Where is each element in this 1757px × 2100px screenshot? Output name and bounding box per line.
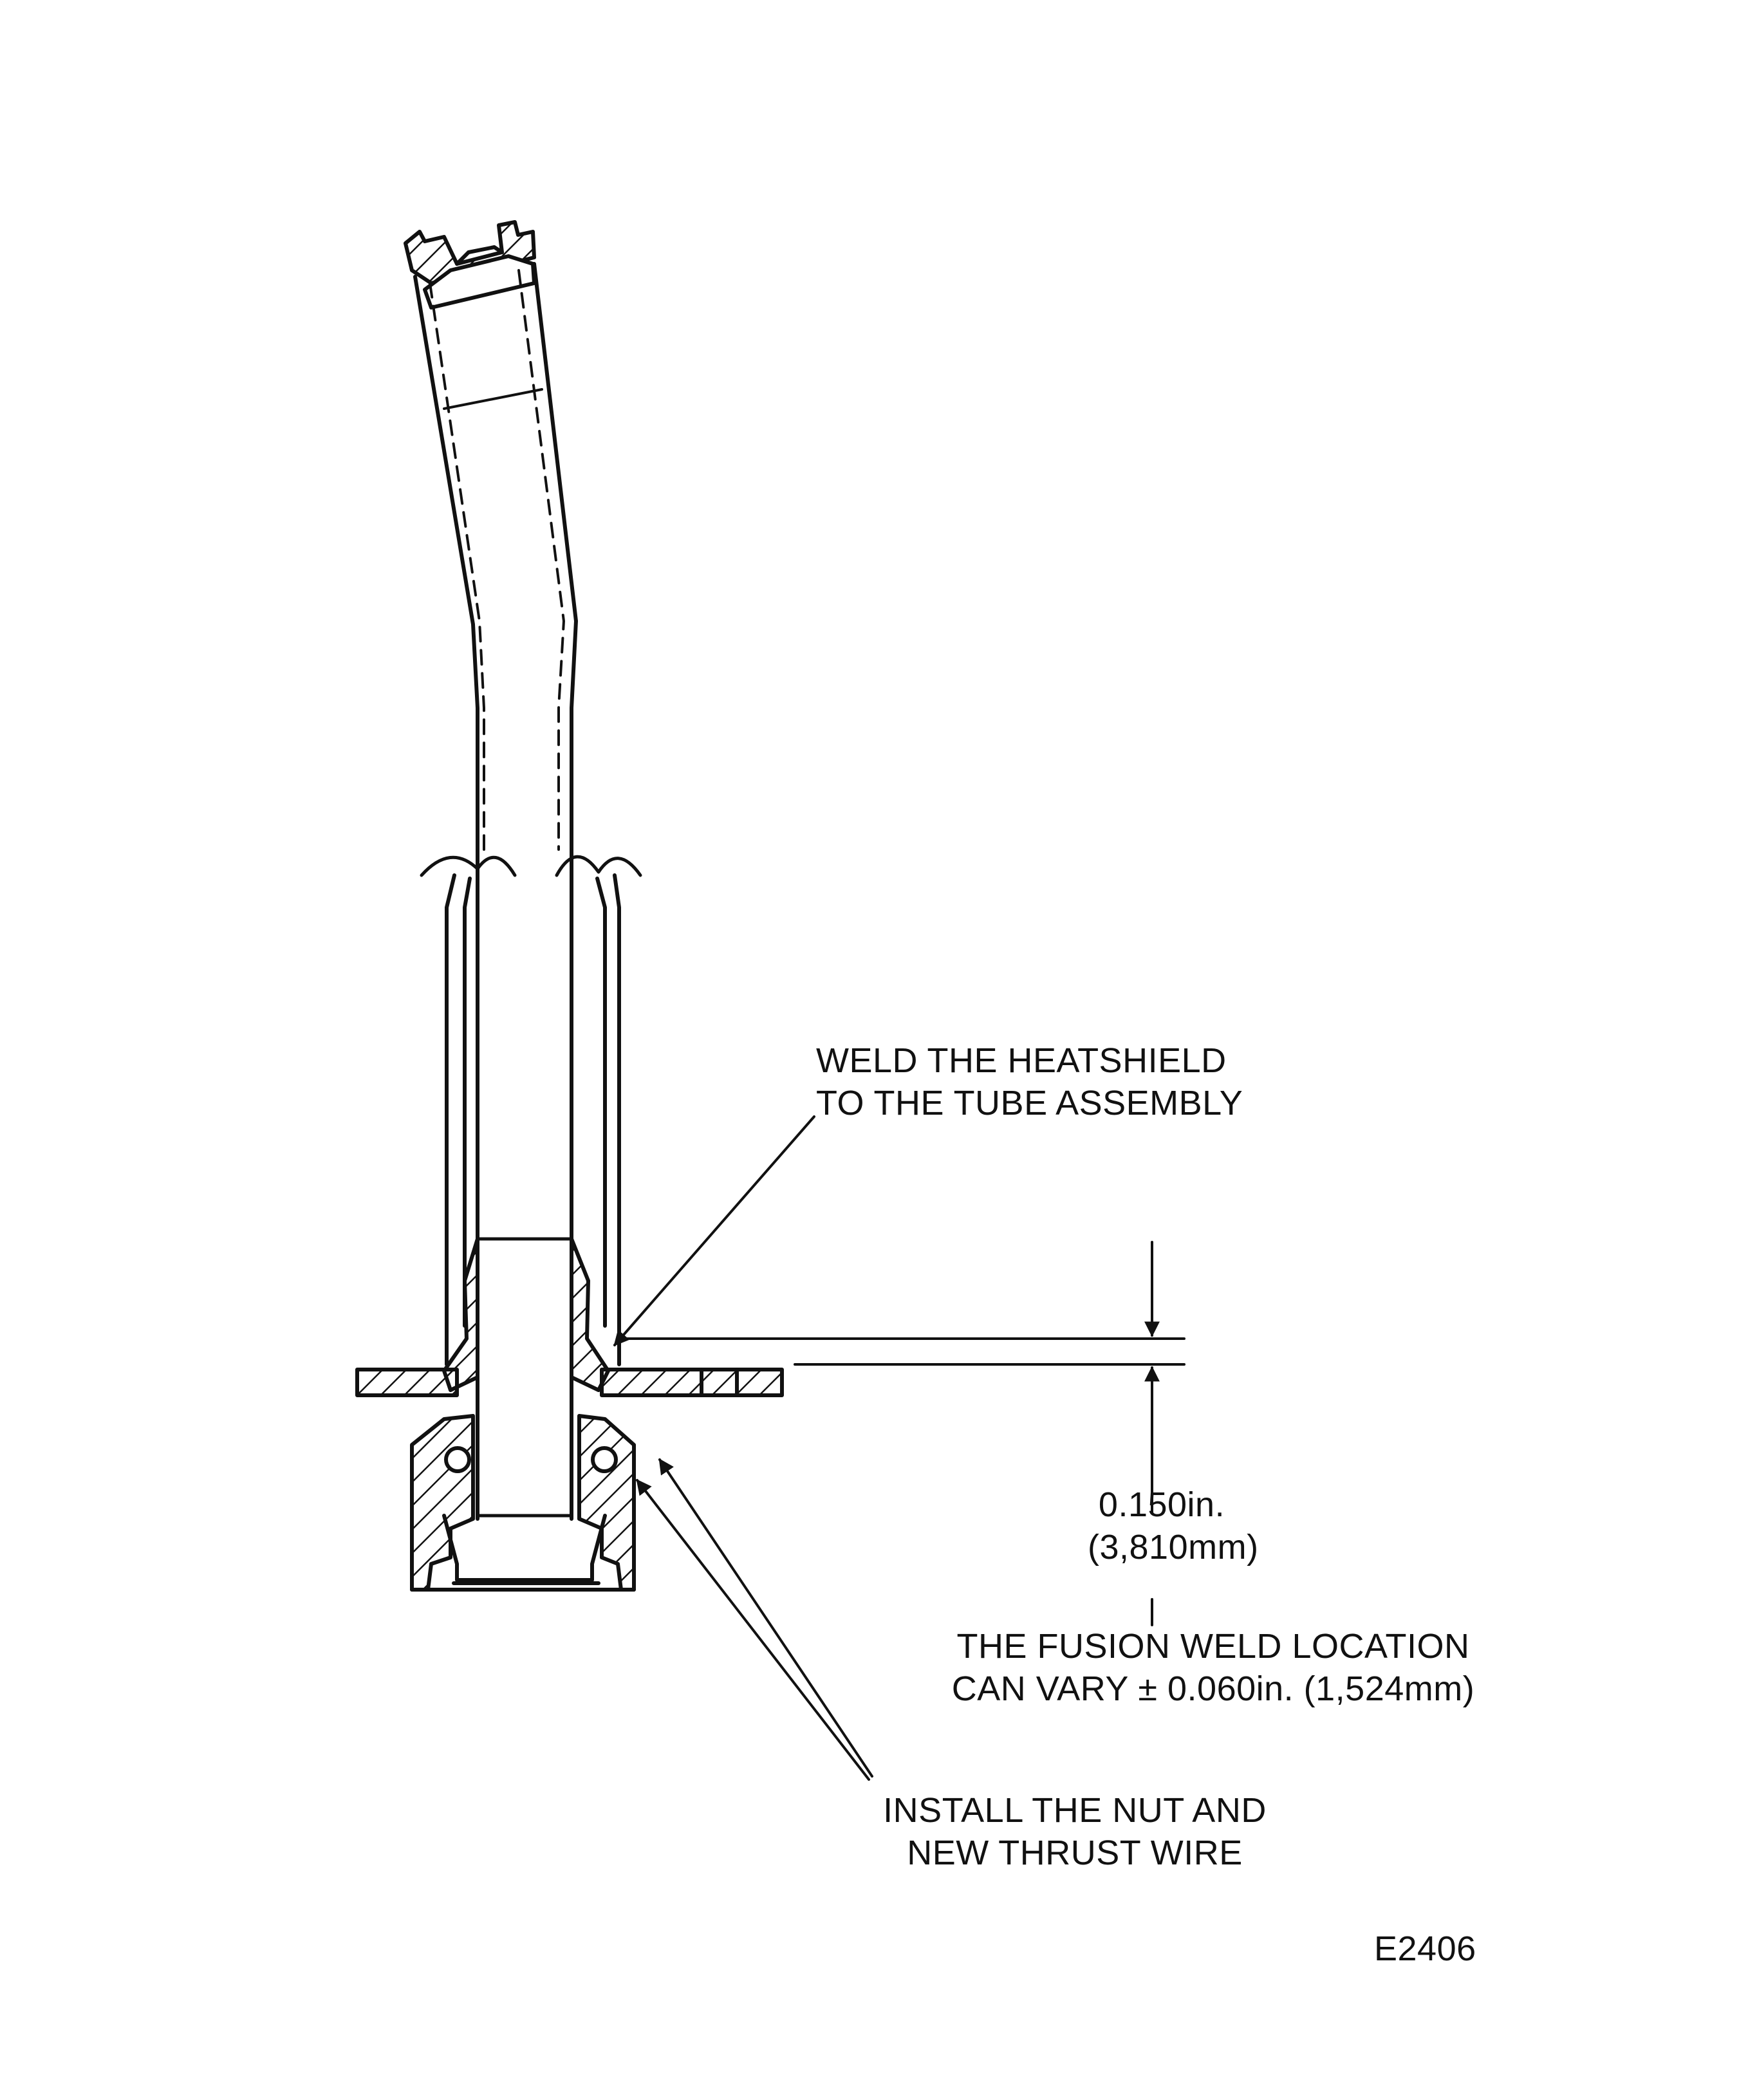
upper-tube (413, 262, 578, 851)
tube-end-fitting (404, 220, 536, 310)
dimension-callout: 0.150in. (3,810mm) (1088, 1483, 1259, 1568)
fusion-weld-line-1: THE FUSION WELD LOCATION (956, 1627, 1470, 1666)
thrust-wire (444, 1446, 618, 1473)
leader-lines (613, 1115, 873, 1781)
fusion-weld-line-2: CAN VARY ± 0.060in. (1,524mm) (951, 1669, 1475, 1708)
dimension-lines (620, 1241, 1185, 1626)
figure-id: E2406 (1374, 1929, 1476, 1968)
weld-ferrule (442, 1237, 610, 1392)
coupling-nut (410, 1414, 636, 1592)
install-nut-callout: INSTALL THE NUT AND NEW THRUST WIRE (850, 1789, 1300, 1874)
fusion-weld-callout: THE FUSION WELD LOCATION CAN VARY ± 0.06… (907, 1625, 1519, 1710)
inner-tube-lower (476, 848, 573, 1521)
weld-heatshield-callout: WELD THE HEATSHIELD TO THE TUBE ASSEMBLY (816, 1039, 1243, 1124)
mounting-flange (355, 1368, 784, 1397)
heatshield-sleeve (420, 855, 642, 1366)
weld-heatshield-line-2: TO THE TUBE ASSEMBLY (816, 1084, 1243, 1122)
install-nut-line-1: INSTALL THE NUT AND (883, 1791, 1267, 1830)
dimension-inches: 0.150in. (1098, 1485, 1225, 1524)
install-nut-line-2: NEW THRUST WIRE (907, 1834, 1243, 1872)
dimension-millimeters: (3,810mm) (1088, 1528, 1259, 1566)
weld-heatshield-line-1: WELD THE HEATSHIELD (816, 1041, 1227, 1080)
